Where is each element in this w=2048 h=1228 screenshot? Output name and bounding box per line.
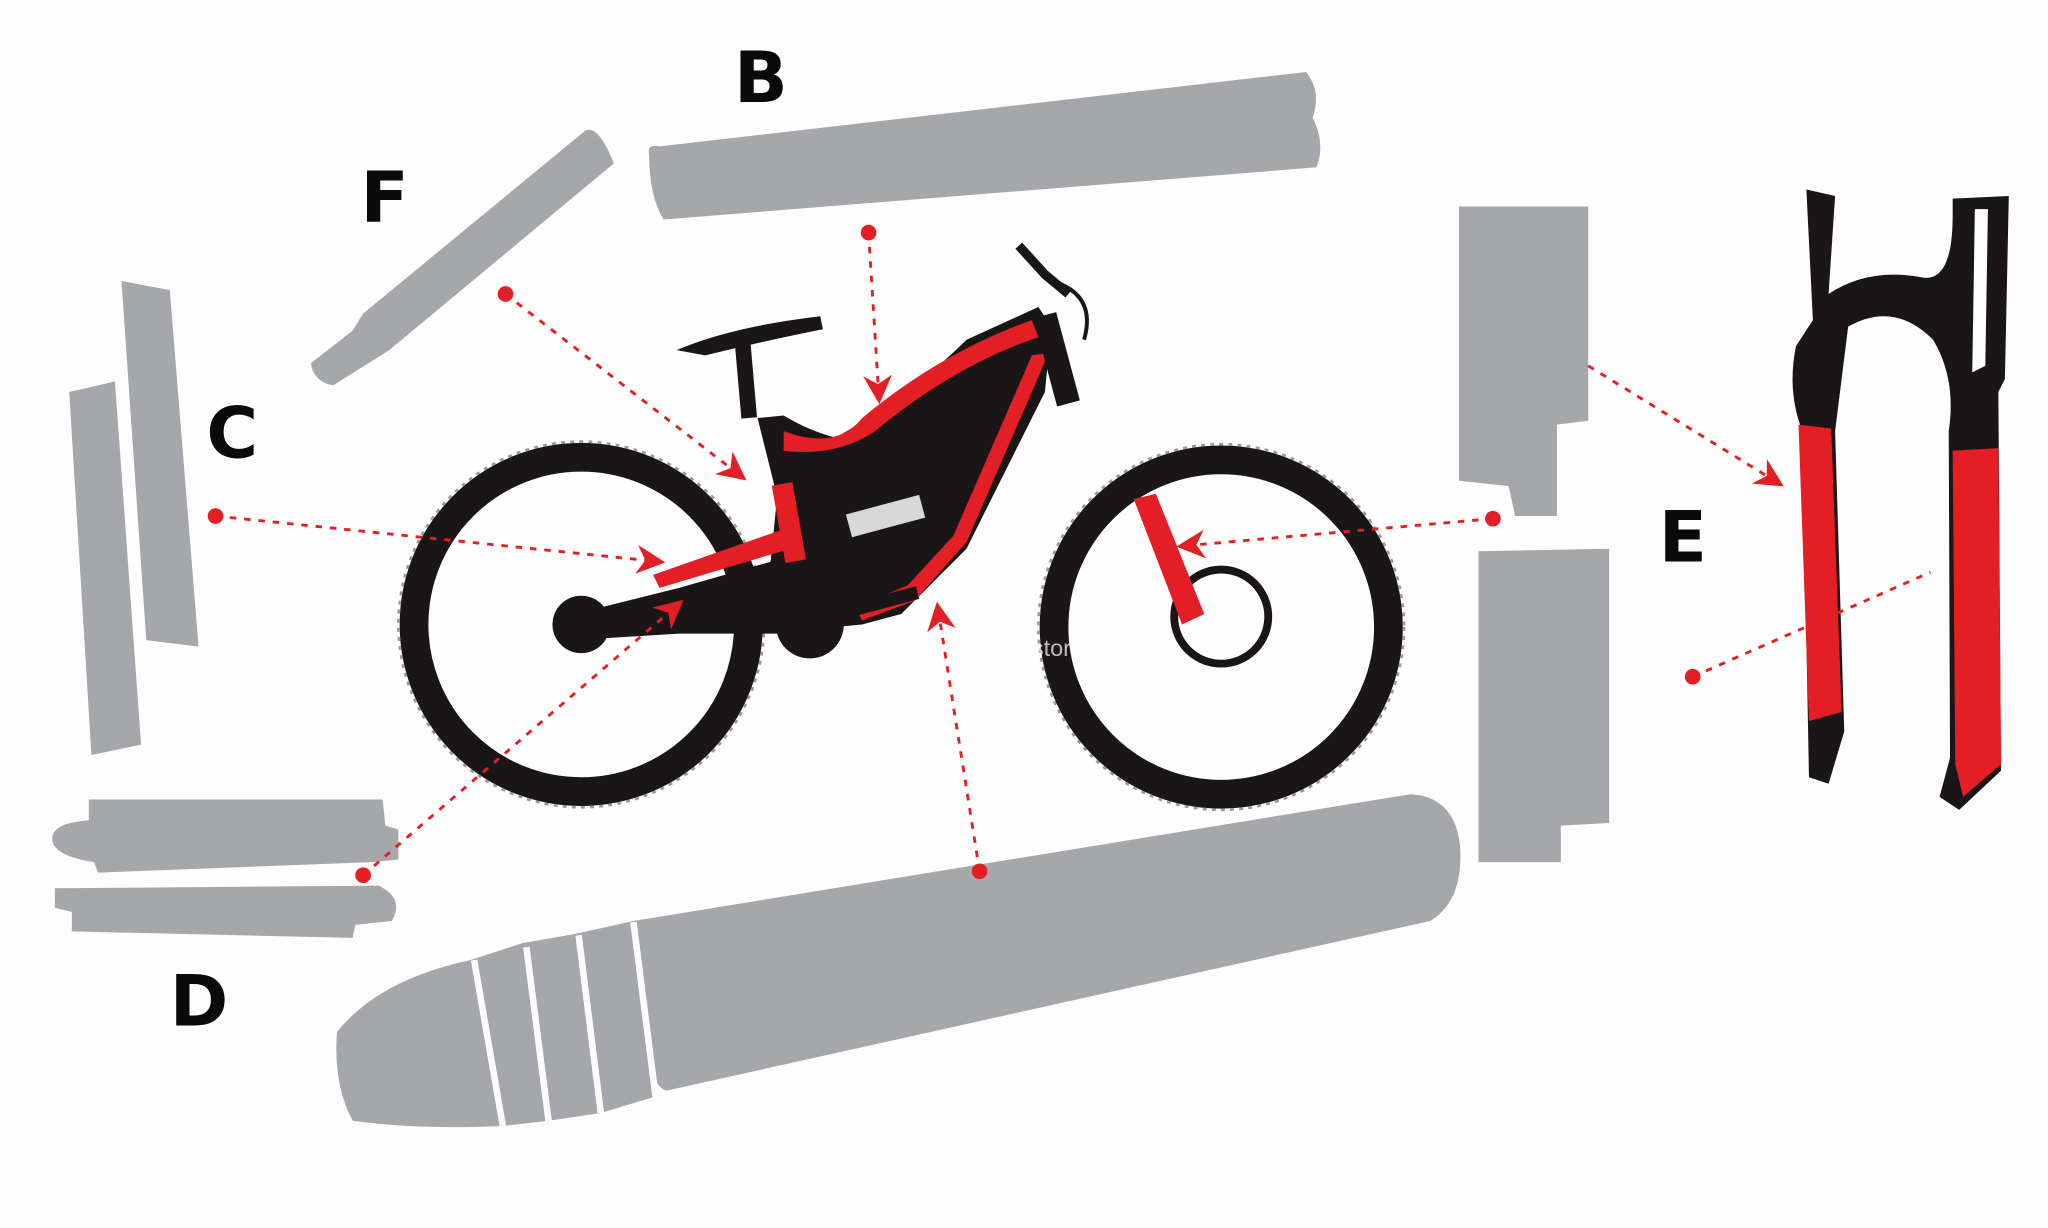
down-tube-guard-segments — [470, 921, 659, 1127]
suspension-fork — [1792, 189, 2009, 810]
pointer-fork-leg — [1176, 517, 1494, 559]
bike-illustration: store — [397, 242, 1406, 812]
part-b-top-tube-guard — [648, 71, 1321, 220]
part-c-strip-1 — [121, 280, 199, 647]
part-c-strip-2 — [69, 381, 142, 756]
pointer-down-tube — [927, 601, 982, 872]
brake-disc — [1170, 565, 1273, 668]
part-down-tube-guard — [336, 794, 1461, 1128]
crank-arm — [821, 586, 920, 625]
label-e: E — [1659, 497, 1707, 579]
part-d-strip-2 — [54, 885, 397, 938]
rear-shock — [842, 491, 929, 541]
pointer-top-tube — [863, 232, 892, 405]
callout-pointers — [207, 224, 1932, 884]
pointer-seat-stay — [215, 514, 666, 574]
saddle — [676, 316, 823, 356]
label-d: D — [170, 960, 229, 1042]
watermark: store — [1032, 635, 1084, 661]
part-f-seat-tube-guard — [310, 129, 614, 386]
frame-main — [574, 307, 1052, 641]
front-wheel — [1039, 445, 1403, 809]
label-f: F — [360, 157, 408, 239]
label-c: C — [206, 392, 258, 474]
part-d-strip-1 — [52, 799, 399, 873]
pointer-seat-tube — [504, 292, 747, 481]
pointer-fork-right — [1692, 570, 1932, 679]
part-e-chainstay-guard-2 — [1478, 548, 1610, 863]
handlebar — [1015, 242, 1072, 298]
pointer-fork-left — [1587, 364, 1784, 487]
part-e-chainstay-guard-1 — [1458, 206, 1589, 517]
label-b: B — [734, 37, 788, 119]
pointer-chain-stay — [362, 599, 684, 877]
